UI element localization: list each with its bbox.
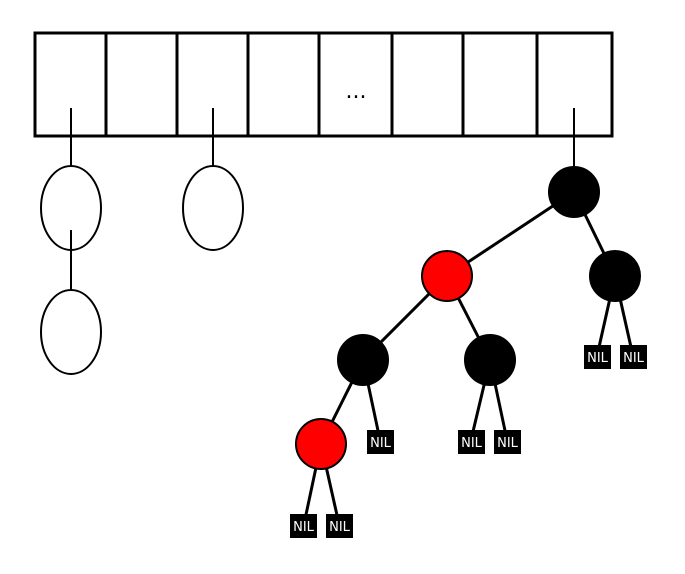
ellipsis-label: ... <box>346 79 367 104</box>
list-node-2 <box>40 289 102 375</box>
svg-text:NIL: NIL <box>497 436 519 451</box>
rb-node-red <box>421 250 473 302</box>
nil-leaf: NIL <box>620 345 647 369</box>
bucket-4 <box>246 31 321 138</box>
hash-table: ... <box>33 31 614 138</box>
svg-text:NIL: NIL <box>461 436 483 451</box>
nil-leaf: NIL <box>290 514 317 538</box>
rb-node-red-leaf <box>295 418 347 470</box>
bucket-5 <box>317 31 394 138</box>
svg-text:NIL: NIL <box>329 520 351 535</box>
rb-node-black-right <box>589 250 641 302</box>
nil-leaf: NIL <box>494 430 521 454</box>
svg-text:NIL: NIL <box>623 351 645 366</box>
nil-leaf: NIL <box>367 430 394 454</box>
list-node-3 <box>182 165 244 251</box>
nil-leaves: NIL NIL NIL NIL NIL NIL NIL <box>290 345 647 538</box>
bucket-2 <box>104 31 179 138</box>
svg-text:NIL: NIL <box>587 351 609 366</box>
svg-text:NIL: NIL <box>370 436 392 451</box>
rb-node-black-mid <box>464 334 516 386</box>
bucket-6 <box>390 31 465 138</box>
svg-text:NIL: NIL <box>293 520 315 535</box>
nil-leaf: NIL <box>326 514 353 538</box>
nil-leaf: NIL <box>458 430 485 454</box>
rb-tree-nodes <box>295 166 641 470</box>
bucket-7 <box>461 31 539 138</box>
rb-node-black-left <box>337 334 389 386</box>
rb-node-root-black <box>548 166 600 218</box>
nil-leaf: NIL <box>584 345 611 369</box>
